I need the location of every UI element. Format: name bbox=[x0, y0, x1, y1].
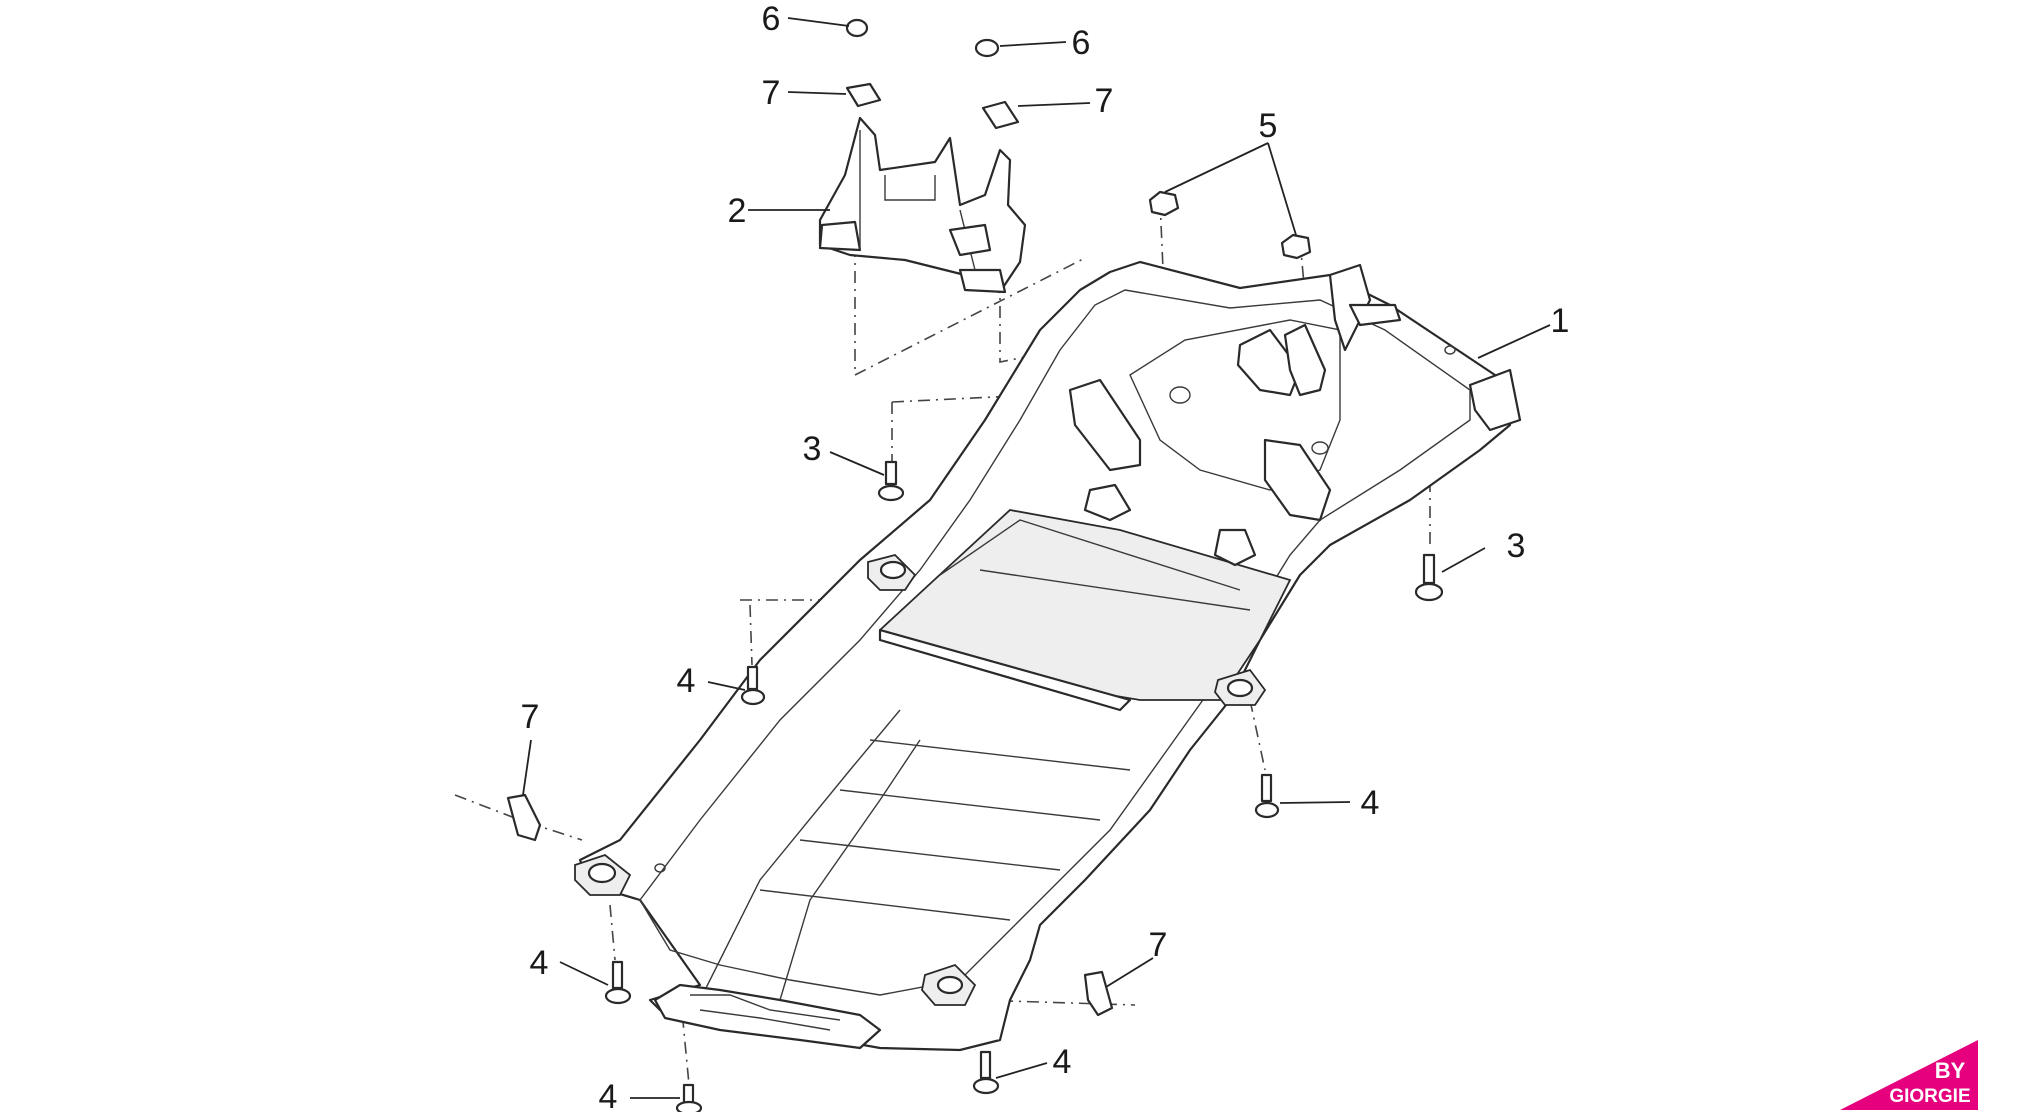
callout-4-c: 4 bbox=[530, 944, 549, 982]
flange-nut-5-left bbox=[1148, 190, 1180, 217]
fasteners bbox=[506, 18, 1444, 1112]
clip-7-left bbox=[506, 793, 542, 842]
callout-4-a: 4 bbox=[677, 662, 696, 700]
cap-nut-6-left bbox=[845, 18, 869, 38]
callout-4-e: 4 bbox=[1053, 1043, 1072, 1081]
callout-3-left: 3 bbox=[803, 430, 822, 468]
callout-7-bottom: 7 bbox=[1149, 926, 1168, 964]
callout-3-right: 3 bbox=[1507, 527, 1526, 565]
logo-line1: BY bbox=[1935, 1058, 1966, 1083]
callout-6-right: 6 bbox=[1072, 24, 1091, 62]
by-giorgie-logo: BY GIORGIE bbox=[1840, 1040, 1978, 1110]
main-tray bbox=[574, 260, 1522, 1052]
callout-4-d: 4 bbox=[599, 1078, 618, 1112]
callout-labels: 1 2 3 3 4 4 4 4 4 5 6 6 7 7 7 7 bbox=[521, 0, 1570, 1112]
clip-7-bottom bbox=[1083, 970, 1114, 1017]
callout-6-left: 6 bbox=[762, 0, 781, 38]
screw-4-b bbox=[1254, 773, 1280, 819]
clip-7-top-right bbox=[981, 100, 1020, 130]
bracket bbox=[818, 116, 1027, 294]
clip-7-top-left bbox=[845, 82, 882, 108]
flange-nut-5-right bbox=[1280, 233, 1312, 260]
leader-lines bbox=[522, 17, 1551, 1099]
callout-2: 2 bbox=[728, 192, 747, 230]
screw-4-c bbox=[604, 960, 632, 1005]
screw-3-right bbox=[1414, 553, 1444, 602]
screw-4-a bbox=[740, 665, 766, 706]
callout-7-top-right: 7 bbox=[1095, 82, 1114, 120]
callout-1: 1 bbox=[1551, 302, 1570, 340]
screw-4-d bbox=[675, 1083, 703, 1112]
screw-3-left bbox=[877, 460, 905, 502]
cap-nut-6-right bbox=[974, 38, 1000, 58]
callout-5: 5 bbox=[1259, 107, 1278, 145]
callout-4-b: 4 bbox=[1361, 784, 1380, 822]
logo-triangle bbox=[1840, 1040, 1978, 1110]
screw-4-e bbox=[972, 1050, 1000, 1095]
callout-7-left: 7 bbox=[521, 698, 540, 736]
callout-7-top-left: 7 bbox=[762, 74, 781, 112]
logo-line2: GIORGIE bbox=[1889, 1086, 1970, 1107]
